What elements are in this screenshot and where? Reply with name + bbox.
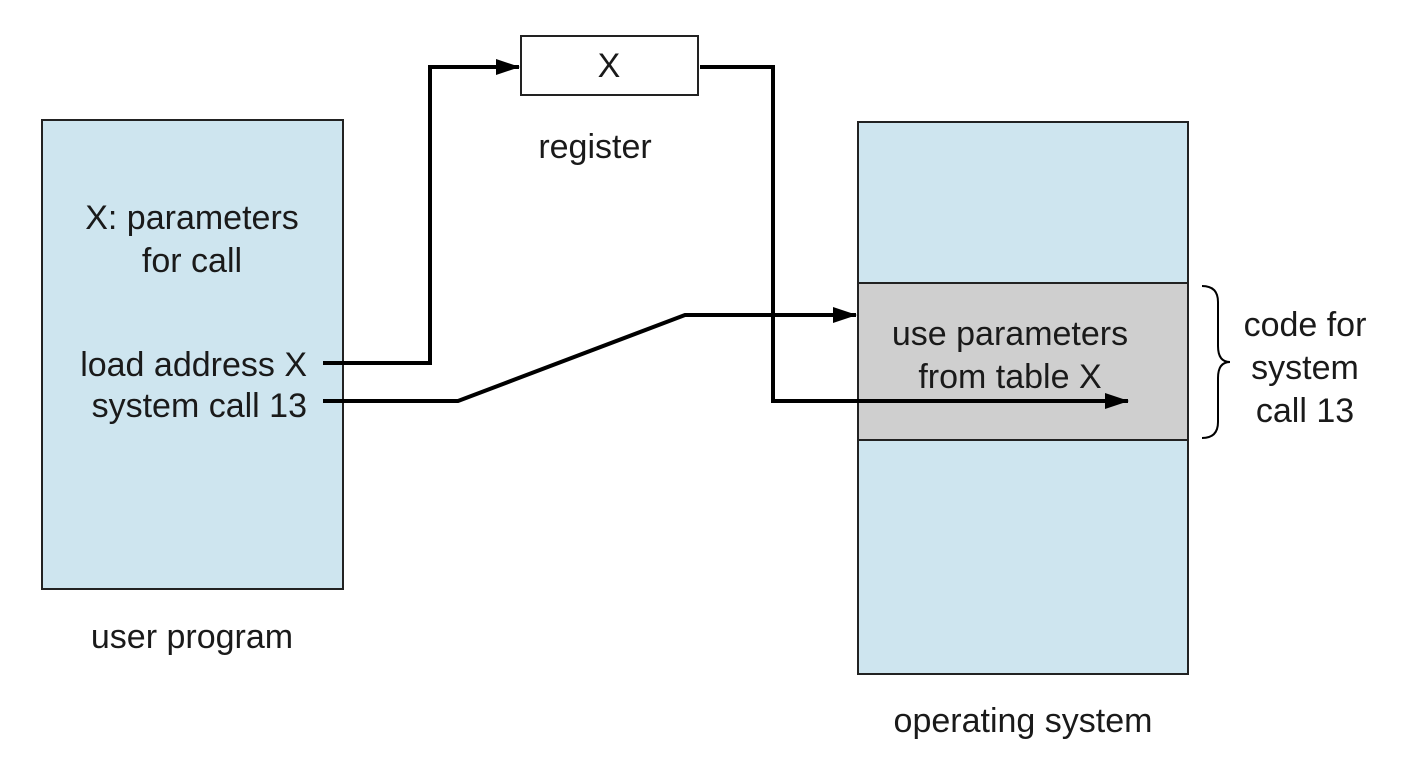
curly-brace-icon — [1201, 285, 1231, 439]
syscall-code-region — [857, 282, 1189, 441]
params-label-line1: X: parameters — [85, 199, 299, 237]
register-box — [520, 35, 699, 96]
system-call-label: system call 13 — [92, 387, 307, 425]
code-label-line1: use parameters — [892, 315, 1128, 353]
edge-register-to-table-lookup — [700, 65, 1129, 409]
operating-system-caption: operating system — [894, 702, 1153, 740]
user-program-caption: user program — [91, 618, 293, 656]
register-caption: register — [538, 128, 651, 166]
user-program-box — [41, 119, 344, 590]
register-value: X — [598, 47, 621, 85]
params-label-line2: for call — [142, 242, 242, 280]
brace-label-line1: code for — [1244, 306, 1367, 344]
brace-label-line3: call 13 — [1256, 392, 1354, 430]
load-address-label: load address X — [80, 346, 307, 384]
edge-system-call-to-os-code — [323, 307, 857, 403]
edge-load-address-to-register — [323, 59, 520, 365]
code-label-line2: from table X — [918, 358, 1101, 396]
brace-label-line2: system — [1251, 349, 1359, 387]
